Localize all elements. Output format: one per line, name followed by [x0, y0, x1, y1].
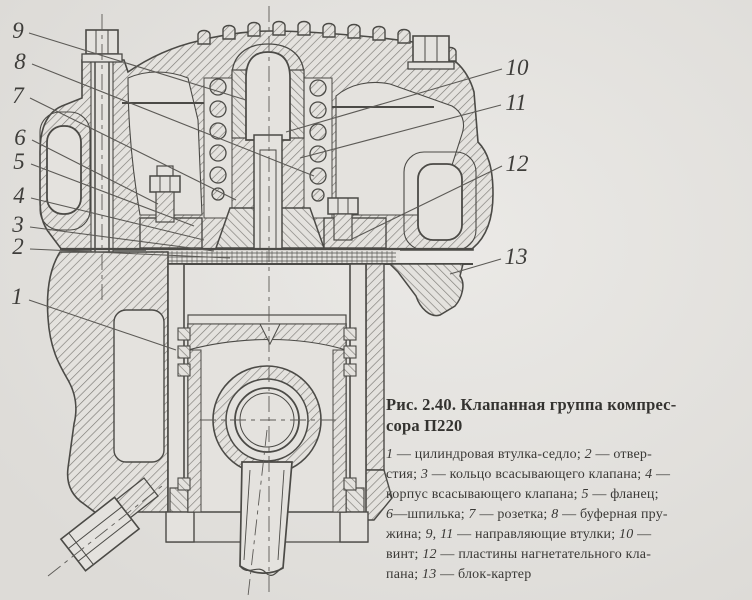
- connecting-rod: [239, 461, 293, 576]
- callout-leader-4: [30, 197, 205, 241]
- left-air-passage: [127, 71, 203, 216]
- callout-leader-11: [299, 104, 502, 159]
- callout-number-1: 1: [11, 284, 23, 309]
- callout-number-9: 9: [12, 18, 24, 43]
- right-port-opening: [417, 163, 463, 241]
- piston-rings: [177, 327, 357, 491]
- caption-title-line1: Рис. 2.40. Клапанная группа компрес-: [386, 395, 677, 414]
- callout-number-6: 6: [14, 125, 26, 150]
- center-lines: [47, 6, 336, 597]
- figure-caption: Рис. 2.40. Клапанная группа компрес- сор…: [386, 394, 750, 585]
- callout-leader-3: [29, 226, 215, 252]
- callout-number-4: 4: [13, 183, 25, 208]
- flange-right: [323, 217, 387, 249]
- callout-leader-13: [449, 258, 502, 275]
- oil-plug: [59, 477, 159, 572]
- block-crankcase-piece: [388, 263, 464, 317]
- callout-leader-8: [31, 63, 315, 177]
- legend-line: пана; 13 — блок-картер: [386, 567, 532, 582]
- buffer-spring-left: [209, 78, 227, 201]
- callout-number-3: 3: [11, 212, 24, 237]
- callout-number-10: 10: [506, 55, 530, 80]
- left-port-opening: [46, 125, 82, 215]
- callout-leader-10: [285, 68, 503, 133]
- callout-leader-1: [28, 299, 177, 351]
- guide-bushing-left: [231, 69, 247, 139]
- legend-line: корпус всасывающего клапана; 5 — фланец;: [386, 487, 659, 502]
- legend-line: винт; 12 — пластины нагнетательного кла-: [386, 547, 652, 562]
- caption-title-line2: сора П220: [386, 416, 463, 435]
- callout-leader-12: [349, 165, 503, 241]
- crankcase-cavity: [113, 309, 165, 463]
- figure-caption-title: Рис. 2.40. Клапанная группа компрес- сор…: [386, 394, 750, 436]
- callout-leader-9: [28, 32, 247, 101]
- cylinder-sleeve: [165, 263, 369, 543]
- legend-line: 6—шпилька; 7 — розетка; 8 — буферная пру…: [386, 507, 668, 522]
- callout-leader-7: [29, 97, 237, 201]
- valve-plates-band: [60, 247, 473, 265]
- crankcase-section: [46, 251, 169, 532]
- callout-number-8: 8: [14, 49, 26, 74]
- legend-line: стия; 3 — кольцо всасывающего клапана; 4…: [386, 467, 671, 482]
- callout-number-12: 12: [506, 151, 529, 176]
- valve-screw: [259, 149, 277, 257]
- callout-number-7: 7: [12, 83, 25, 108]
- figure-legend: 1 — цилиндровая втулка-седло; 2 — отвер-…: [386, 445, 750, 585]
- left-port-boss-outline: [39, 111, 91, 231]
- callout-leader-5: [30, 163, 195, 227]
- callout-number-5: 5: [13, 149, 25, 174]
- callout-leader-2: [29, 248, 231, 259]
- cross-section: [39, 6, 494, 597]
- legend-line: жина; 9, 11 — направляющие втулки; 10 —: [386, 527, 652, 542]
- legend-line: 1 — цилиндровая втулка-седло; 2 — отвер-: [386, 447, 652, 462]
- small-stud-left: [149, 165, 181, 223]
- small-stud-right: [327, 197, 359, 241]
- callout-overlay: 9 8 7 65 4 32 1 10 11 12 13: [11, 18, 530, 351]
- buffer-spring-right: [309, 79, 327, 202]
- callout-number-2: 2: [12, 234, 24, 259]
- callout-number-11: 11: [505, 90, 526, 115]
- valve-stem: [245, 51, 291, 141]
- head-bolt-hex: [412, 35, 450, 63]
- valve-assembly: [139, 43, 387, 259]
- head-bolt-right: [407, 35, 455, 70]
- callout-number-13: 13: [505, 244, 528, 269]
- callout-leader-6: [31, 139, 159, 205]
